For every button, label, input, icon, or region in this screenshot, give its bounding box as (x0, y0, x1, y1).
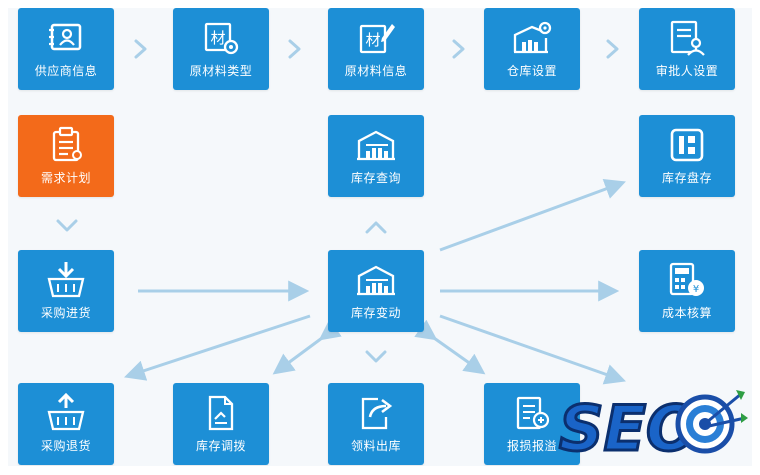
export-icon (361, 397, 393, 430)
ledger-icon (670, 128, 704, 162)
node-approver-settings[interactable]: 审批人设置 (639, 8, 735, 90)
node-inventory-count[interactable]: 库存盘存 (639, 115, 735, 197)
arrow-change-to-bottom-right (439, 314, 626, 385)
frame-edge-left (0, 0, 8, 475)
node-label: 采购退货 (40, 439, 91, 453)
document-icon (208, 395, 234, 431)
chevron-up-icon (365, 221, 387, 234)
warehouse-icon (357, 265, 395, 296)
node-label: 领料出库 (350, 439, 401, 453)
node-damage-report[interactable]: 报损报溢 (484, 383, 580, 465)
arrow-change-to-count (439, 178, 626, 252)
chevron-right-icon (134, 39, 147, 59)
node-label: 报损报溢 (506, 439, 557, 453)
node-label: 库存调拨 (195, 439, 246, 453)
node-label: 库存变动 (350, 306, 401, 320)
clipboard-icon (52, 126, 82, 162)
warehouse-icon (357, 130, 395, 161)
frame-edge-top (0, 0, 760, 8)
chevron-right-icon (288, 39, 301, 59)
material-edit-icon: 材 (359, 24, 395, 54)
node-inventory-query[interactable]: 库存查询 (328, 115, 424, 197)
svg-text:材: 材 (210, 29, 225, 47)
chevron-down-icon (56, 219, 78, 232)
frame-edge-right (752, 0, 760, 475)
material-gear-icon: 材 (204, 22, 239, 55)
calculator-yen-icon: ¥ (669, 262, 704, 296)
node-cost-accounting[interactable]: ¥ 成本核算 (639, 250, 735, 332)
node-label: 原材料信息 (344, 64, 408, 78)
contact-card-icon (49, 23, 82, 51)
chevron-right-icon (606, 39, 619, 59)
arrow-change-transfer (272, 319, 342, 375)
node-material-info[interactable]: 材 原材料信息 (328, 8, 424, 90)
warehouse-gear-icon (513, 21, 552, 54)
node-label: 库存盘存 (661, 171, 712, 185)
basket-up-icon (47, 393, 85, 431)
report-icon (516, 396, 550, 430)
arrow-change-damage (414, 319, 486, 375)
approver-document-icon (670, 20, 705, 56)
node-label: 原材料类型 (189, 64, 253, 78)
node-demand-plan[interactable]: 需求计划 (18, 115, 114, 197)
svg-text:材: 材 (365, 31, 380, 49)
basket-down-icon (47, 262, 85, 298)
node-supplier[interactable]: 供应商信息 (18, 8, 114, 90)
chevron-right-icon (452, 39, 465, 59)
svg-text:¥: ¥ (693, 284, 699, 295)
node-inventory-change[interactable]: 库存变动 (328, 250, 424, 332)
target-arrows-icon: SEO (558, 390, 748, 467)
node-label: 需求计划 (40, 171, 91, 185)
seo-watermark: SEO (555, 380, 750, 467)
node-material-issue[interactable]: 领料出库 (328, 383, 424, 465)
node-label: 审批人设置 (655, 64, 719, 78)
node-purchase-return[interactable]: 采购退货 (18, 383, 114, 465)
node-label: 采购进货 (40, 306, 91, 320)
node-label: 供应商信息 (34, 64, 98, 78)
node-inventory-transfer[interactable]: 库存调拨 (173, 383, 269, 465)
node-label: 库存查询 (350, 171, 401, 185)
node-label: 仓库设置 (506, 64, 557, 78)
node-purchase-in[interactable]: 采购进货 (18, 250, 114, 332)
seo-text: SEO (559, 392, 699, 465)
node-label: 成本核算 (661, 306, 712, 320)
chevron-down-icon (365, 350, 387, 363)
frame-edge-bottom (0, 466, 760, 475)
node-warehouse-settings[interactable]: 仓库设置 (484, 8, 580, 90)
node-material-type[interactable]: 材 原材料类型 (173, 8, 269, 90)
